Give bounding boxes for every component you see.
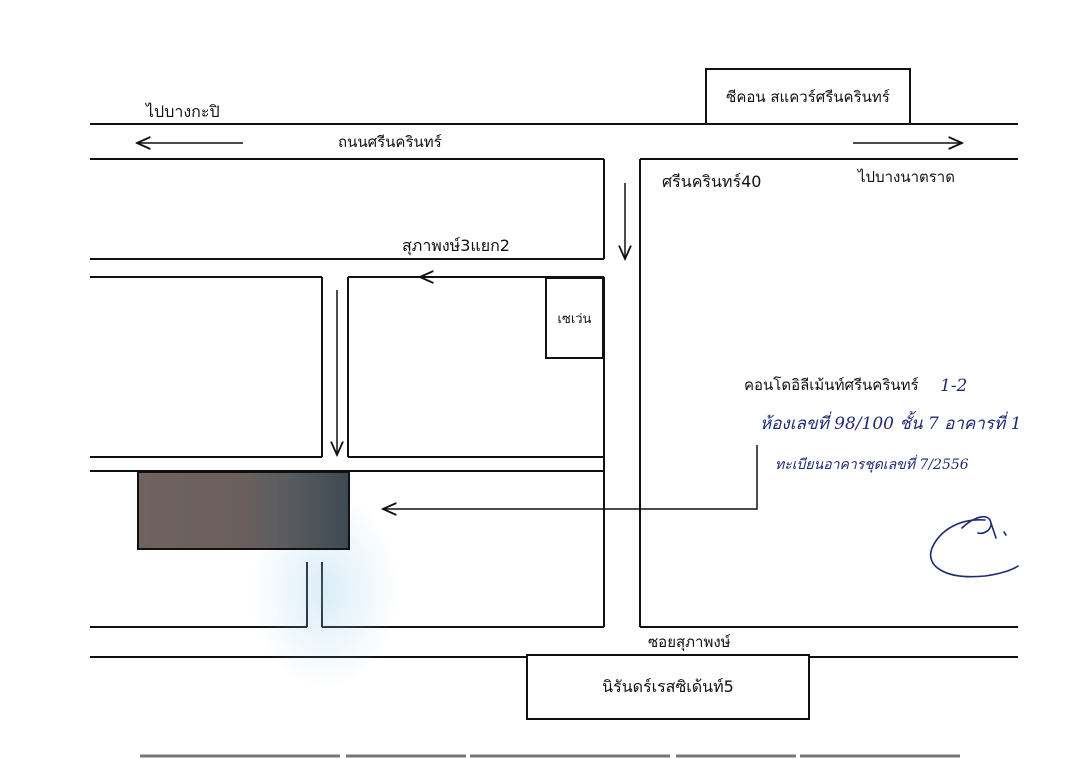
destination-building (137, 471, 350, 550)
registration-line: ทะเบียนอาคารชุดเลขที่ 7/2556 (775, 457, 969, 473)
signature (929, 515, 1019, 578)
lane-label: สุภาพงษ์3แยก2 (402, 236, 510, 255)
condo-name: คอนโดอิลีเม้นท์ศรีนครินทร์ (744, 376, 919, 394)
landmark-seacon-label: ซีคอน สแควร์ศรีนครินทร์ (726, 87, 890, 106)
main-road-label: ถนนศรีนครินทร์ (338, 133, 442, 151)
condo-number: 1-2 (940, 376, 968, 396)
direction-left-label: ไปบางกะปิ (146, 102, 220, 121)
landmark-seacon-box: ซีคอน สแควร์ศรีนครินทร์ (705, 68, 911, 125)
landmark-niran-label: นิรันดร์เรสซิเด้นท์5 (602, 676, 734, 696)
direction-right-label: ไปบางนาตราด (858, 168, 955, 186)
room-line: ห้องเลขที่ 98/100 ชั้น 7 อาคารที่ 1 (760, 414, 1022, 434)
landmark-711-label: เซเว่น (557, 311, 592, 327)
soi-supapong-label: ซอยสุภาพงษ์ (648, 633, 731, 651)
soi40-label: ศรีนครินทร์40 (662, 172, 762, 191)
destination-pointer (383, 445, 758, 509)
landmark-niran-box: นิรันดร์เรสซิเด้นท์5 (526, 654, 810, 720)
landmark-711-box: เซเว่น (545, 277, 604, 359)
